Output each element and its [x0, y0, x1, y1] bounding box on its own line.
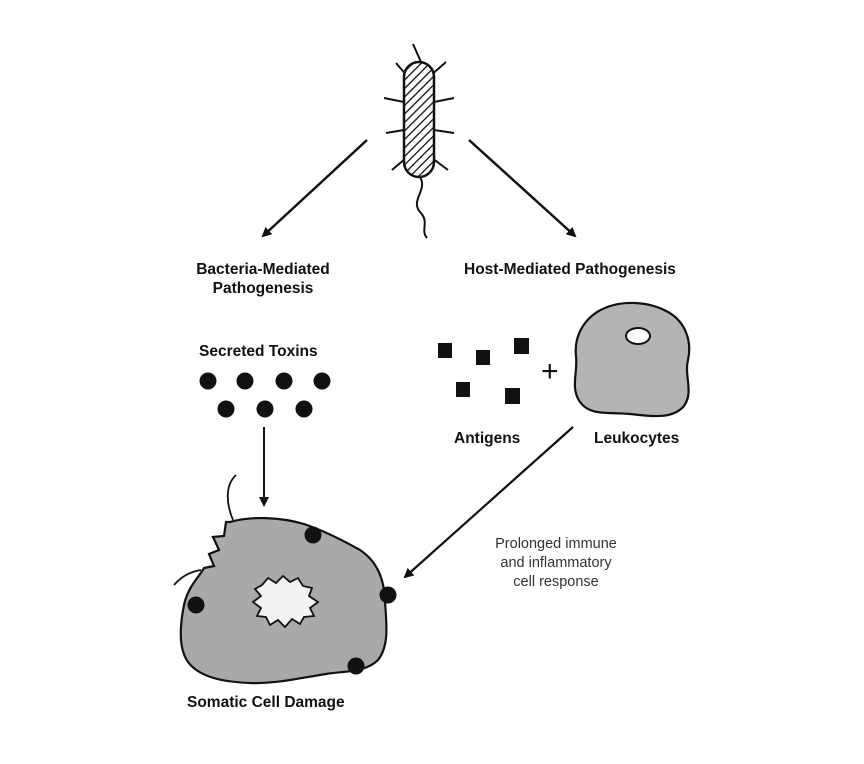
leukocytes-label: Leukocytes	[594, 430, 680, 447]
antigen-square	[456, 382, 470, 397]
host-mediated-label: Host-Mediated Pathogenesis	[464, 261, 676, 278]
antigen-square	[514, 338, 529, 354]
antigen-squares	[438, 338, 529, 404]
arrow-leukocytes-to-cell	[403, 426, 574, 579]
bacterium-icon	[383, 43, 455, 239]
bacteria-mediated-line-1: Bacteria-Mediated	[196, 261, 330, 278]
toxin-dot	[217, 400, 235, 418]
toxin-dot	[295, 400, 313, 418]
antigen-square	[476, 350, 490, 365]
antigen-square	[438, 343, 452, 358]
arrow-to-bacteria-mediated	[261, 139, 368, 238]
antigens-label: Antigens	[454, 430, 521, 447]
secreted-toxins-label: Secreted Toxins	[199, 343, 318, 360]
damaged-cell-icon	[173, 474, 397, 685]
response-note-line-2: and inflammatory	[500, 555, 612, 571]
response-note-line-3: cell response	[513, 574, 599, 590]
somatic-cell-damage-label: Somatic Cell Damage	[187, 694, 345, 711]
bacteria-mediated-line-2: Pathogenesis	[212, 280, 314, 297]
plus-sign: +	[541, 355, 559, 388]
toxin-dot	[313, 372, 331, 390]
response-note: Prolonged immune and inflammatory cell r…	[476, 535, 636, 592]
leukocyte-icon	[573, 301, 691, 418]
arrow-to-host-mediated	[468, 139, 577, 238]
toxin-dot	[236, 372, 254, 390]
toxin-dot	[275, 372, 293, 390]
response-note-line-1: Prolonged immune	[495, 536, 617, 552]
toxin-dots	[199, 372, 331, 418]
toxin-dot	[256, 400, 274, 418]
antigen-square	[505, 388, 520, 404]
toxin-dot	[199, 372, 217, 390]
bacteria-mediated-label: Bacteria-Mediated Pathogenesis	[178, 260, 348, 298]
